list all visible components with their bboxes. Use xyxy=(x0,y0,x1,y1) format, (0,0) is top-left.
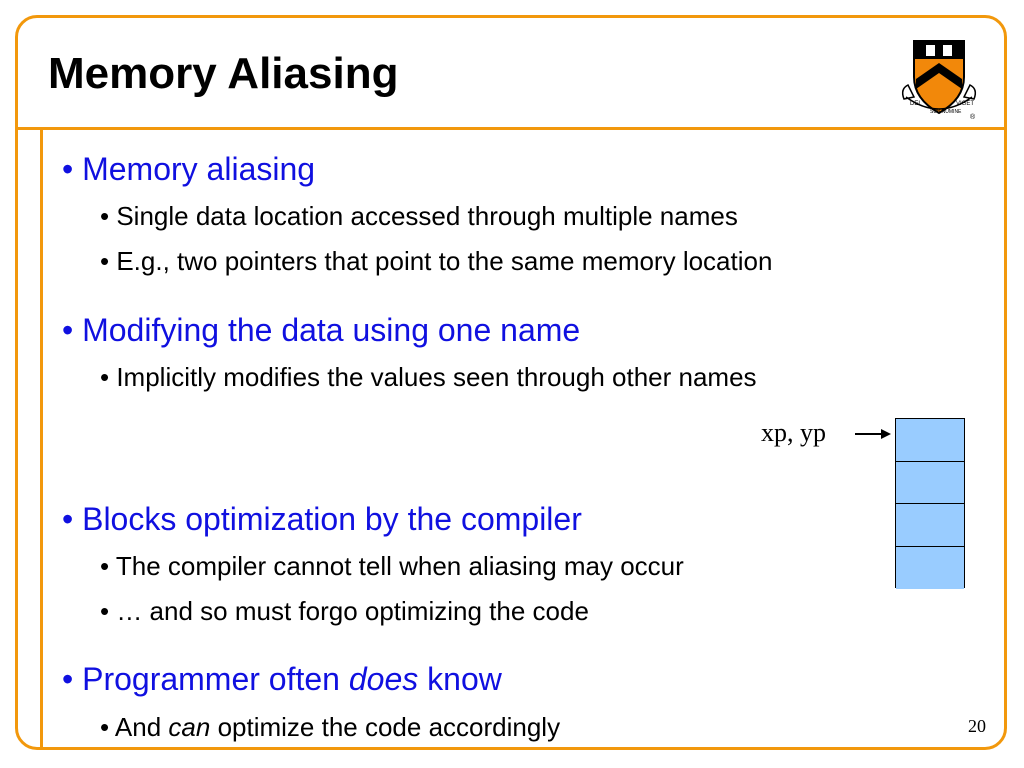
bullet-text-emphasis: does xyxy=(348,661,419,697)
page-number: 20 xyxy=(968,716,986,736)
pointer-label: xp, yp xyxy=(761,418,826,447)
memory-cell xyxy=(896,461,964,504)
memory-cell xyxy=(896,419,964,462)
memory-block xyxy=(895,418,965,589)
sub-bullet-text: Implicitly modifies the values seen thro… xyxy=(116,362,757,392)
sub-bullet: • E.g., two pointers that point to the s… xyxy=(100,246,773,276)
sub-bullet: • And can optimize the code accordingly xyxy=(100,712,561,742)
logo-motto-left: DEI xyxy=(910,101,920,107)
sub-bullet: • Implicitly modifies the values seen th… xyxy=(100,362,757,392)
logo-motto-right: VIGET xyxy=(956,101,974,107)
memory-cell xyxy=(896,504,964,547)
bullet-modifying-data: • Modifying the data using one name xyxy=(62,312,581,348)
sub-bullet: • … and so must forgo optimizing the cod… xyxy=(100,596,589,626)
slide-frame xyxy=(15,15,1007,750)
registered-mark: ® xyxy=(970,113,976,121)
bullet-blocks-optimization: • Blocks optimization by the compiler xyxy=(62,501,582,537)
slide-title: Memory Aliasing xyxy=(48,49,399,98)
bullet-text-before: Programmer often xyxy=(82,661,340,697)
bullet-text: Blocks optimization by the compiler xyxy=(82,501,582,537)
bullet-text-after: know xyxy=(427,661,502,697)
princeton-shield-icon: DEI SUB NUMINE VIGET ® xyxy=(901,40,977,121)
sub-bullet-text: The compiler cannot tell when aliasing m… xyxy=(115,551,684,581)
sub-bullet-text-after: optimize the code accordingly xyxy=(217,712,561,742)
sub-bullet-text: … and so must forgo optimizing the code xyxy=(116,596,589,626)
left-margin-rule xyxy=(40,127,43,750)
arrow-right-icon xyxy=(855,429,891,439)
sub-bullet-text: Single data location accessed through mu… xyxy=(116,201,738,231)
sub-bullet-text: E.g., two pointers that point to the sam… xyxy=(116,246,773,276)
memory-cell xyxy=(896,546,964,589)
bullet-text: Modifying the data using one name xyxy=(82,312,581,348)
sub-bullet: • Single data location accessed through … xyxy=(100,201,738,231)
logo-motto-middle: SUB NUMINE xyxy=(930,109,962,115)
title-divider xyxy=(15,127,1007,130)
bullet-text: Memory aliasing xyxy=(82,151,316,187)
bullet-memory-aliasing: • Memory aliasing xyxy=(62,151,316,187)
sub-bullet: • The compiler cannot tell when aliasing… xyxy=(100,551,684,581)
sub-bullet-text-before: And xyxy=(114,712,162,742)
sub-bullet-text-emphasis: can xyxy=(168,712,211,742)
bullet-programmer-knows: • Programmer often does know xyxy=(62,661,502,697)
